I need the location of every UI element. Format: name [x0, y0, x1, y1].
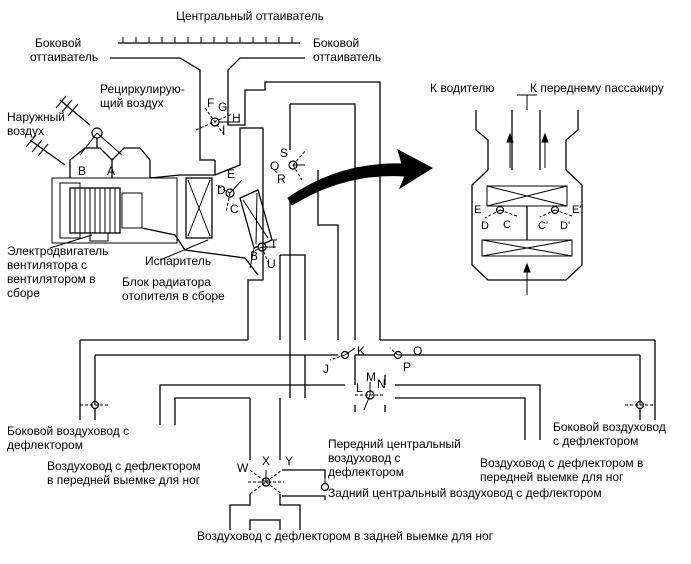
lower-distribution [79, 339, 656, 530]
side-defroster-right-label-2: оттаиватель [313, 50, 381, 64]
front-center-label-3: дефлектором [328, 465, 404, 479]
damper-a-label: A [107, 164, 115, 178]
front-foot-left-label-1: Воздуховод с дефлектором [47, 459, 201, 473]
evaporator-label: Испаритель [145, 254, 211, 268]
heater-core-label-1: Блок радиатора [122, 275, 211, 289]
rear-center-label: Задний центральный воздуховод с дефлекто… [328, 486, 602, 500]
damper-j-label: J [323, 362, 329, 376]
damper-m-label: M [366, 370, 376, 384]
front-foot-right-label-1: Воздуховод с дефлектором в [480, 456, 643, 470]
damper-q-label: Q [270, 159, 279, 173]
damper-k-label: K [357, 344, 365, 358]
front-center-label-2: воздуховод с [328, 451, 401, 465]
blower-motor-label-4: сборе [7, 286, 40, 300]
recirc-air-label-2: щий воздух [100, 96, 164, 110]
central-defroster-nozzle [110, 37, 381, 340]
inset-c2-label: C' [538, 220, 548, 232]
damper-h-label: H [232, 111, 241, 125]
front-foot-right-label-2: передней выемке для ног [480, 470, 624, 484]
damper-fghi [195, 107, 240, 137]
front-foot-left-label-2: в передней выемке для ног [47, 473, 201, 487]
air-intake-box [25, 95, 151, 178]
inset-d-label: D [481, 220, 489, 232]
side-defroster-left-label-2: оттаиватель [30, 50, 98, 64]
side-duct-left-label-2: дефлектором [7, 438, 83, 452]
front-center-label-1: Передний центральный [328, 437, 461, 451]
inset-e2-label: E' [572, 204, 581, 216]
blower-motor-label-1: Электродвигатель [7, 244, 108, 258]
detail-arrow [287, 149, 434, 206]
damper-e-label: E [227, 167, 235, 181]
damper-t-label: T [270, 237, 278, 251]
damper-d-label: D [217, 183, 226, 197]
blower-motor [49, 177, 178, 249]
main-hvac-case [141, 160, 276, 276]
blower-motor-label-2: вентилятора с [7, 258, 87, 272]
inset-d2-label: D' [560, 220, 570, 232]
heater-core-label-2: отопителя в сборе [122, 289, 225, 303]
damper-u-label: U [267, 257, 276, 271]
inset-diagram [471, 94, 583, 295]
side-defroster-left-label-1: Боковой [35, 36, 81, 50]
damper-f-label: F [207, 96, 214, 110]
damper-g-label: G [218, 100, 227, 114]
damper-n-label: N [377, 377, 386, 391]
damper-i-label: I [222, 123, 225, 137]
blower-motor-label-3: вентилятором в [7, 272, 96, 286]
damper-c-label: C [230, 202, 239, 216]
damper-w-label: W [237, 461, 249, 475]
damper-b-intake-label: B [78, 164, 86, 178]
to-front-passenger-label: К переднему пассажиру [530, 81, 664, 95]
damper-o-label: O [413, 344, 422, 358]
damper-s-label: S [280, 146, 288, 160]
damper-p-label: P [403, 360, 411, 374]
outside-air-label-2: воздух [7, 124, 44, 138]
damper-l-label: L [356, 381, 363, 395]
side-duct-right-label-2: с дефлектором [553, 434, 638, 448]
side-duct-right-label-1: Боковой воздуховод [553, 420, 666, 434]
side-defroster-right-label-1: Боковой [313, 36, 359, 50]
outside-air-label-1: Наружный [7, 110, 65, 124]
rear-foot-label: Воздуховод с дефлектором в задней выемке… [197, 529, 494, 543]
damper-y-label: Y [285, 454, 293, 468]
central-defroster-label: Центральный оттаиватель [176, 9, 324, 23]
damper-r-label: R [277, 172, 286, 186]
inset-c-label: C [503, 219, 511, 231]
recirc-air-label-1: Рециркулирую- [100, 82, 185, 96]
to-driver-label: К водителю [430, 81, 494, 95]
inset-e-label: E [474, 204, 481, 216]
damper-x-label: X [262, 454, 270, 468]
side-duct-left-label-1: Боковой воздуховод с [7, 424, 129, 438]
damper-b-heater-label: B [250, 249, 258, 263]
center-ducts [239, 103, 356, 340]
